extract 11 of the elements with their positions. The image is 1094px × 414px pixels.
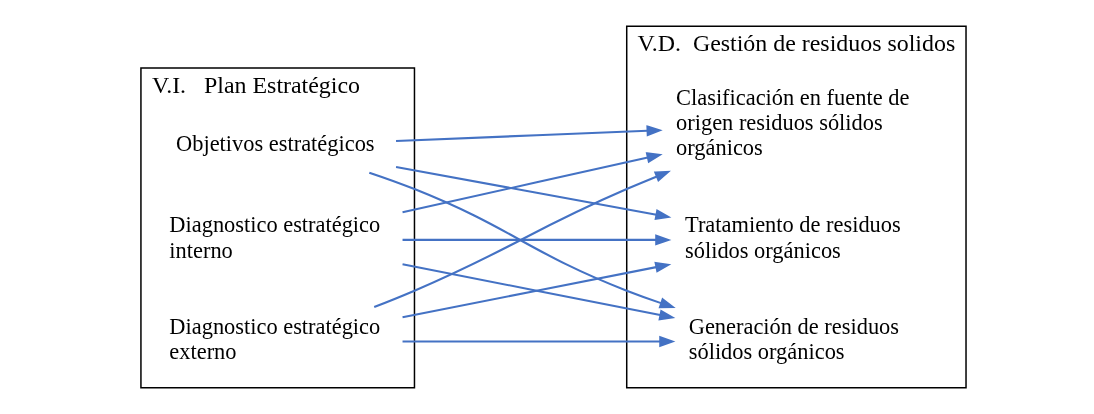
node-text: Objetivos estratégicos — [175, 130, 375, 156]
node-text: Diagnostico estratégico interno — [168, 212, 380, 263]
node-text: Clasificación en fuente de origen residuos sólidos orgánicos — [675, 84, 909, 161]
arrow — [401, 152, 663, 214]
arrow — [402, 234, 671, 246]
arrow — [395, 125, 663, 142]
node-text: Generación de residuos sólidos orgánicos — [688, 314, 899, 365]
arrow — [402, 335, 675, 348]
arrow — [395, 166, 671, 221]
node-text: Diagnostico estratégico externo — [168, 314, 380, 365]
node-text: Tratamiento de residuos sólidos orgánicos — [684, 212, 901, 263]
